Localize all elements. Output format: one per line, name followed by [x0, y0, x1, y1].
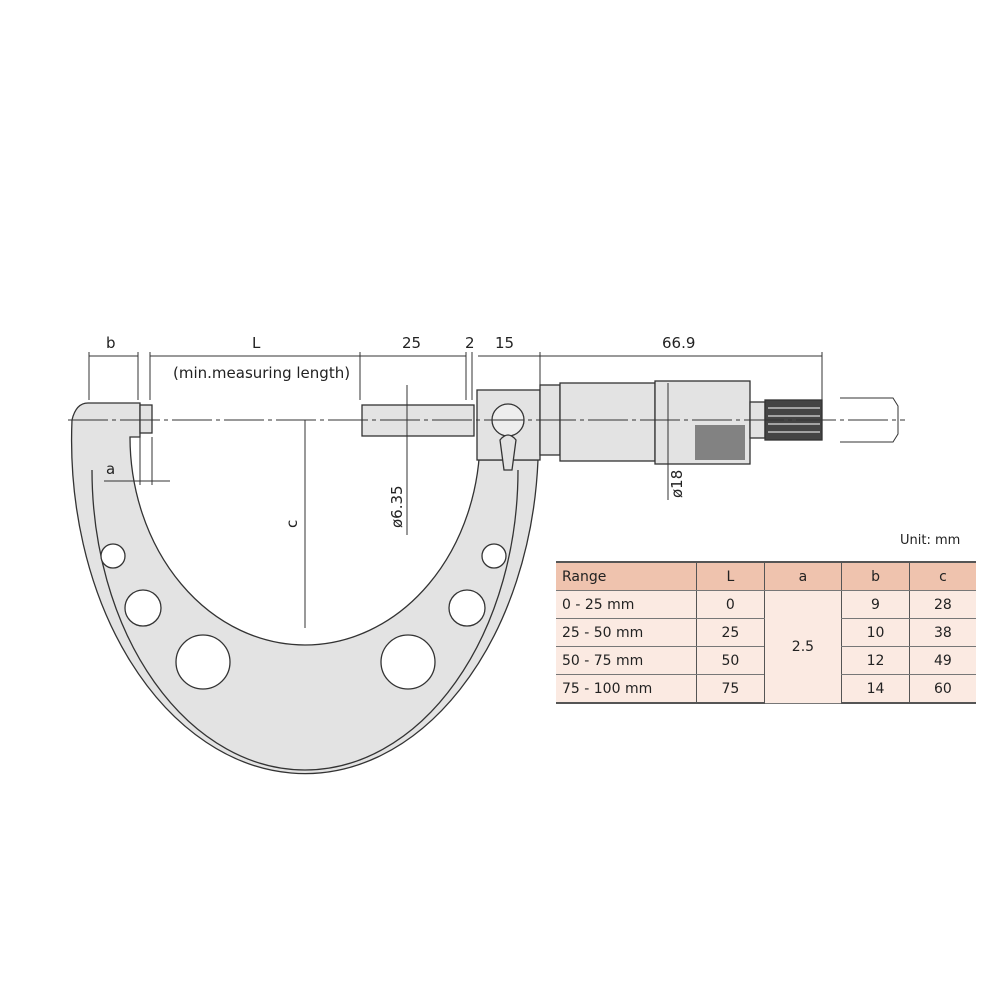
- cell-c: 28: [908, 590, 976, 619]
- cell-L: 0: [696, 590, 765, 619]
- dim-thimble-dia: ø18: [668, 470, 686, 498]
- dim-2: 2: [465, 334, 475, 352]
- cell-b: 9: [841, 590, 910, 619]
- cell-c: 38: [908, 618, 976, 647]
- cell-range: 0 - 25 mm: [556, 590, 697, 619]
- dim-15: 15: [495, 334, 514, 352]
- cell-range: 75 - 100 mm: [556, 674, 697, 704]
- cell-b: 14: [841, 674, 910, 704]
- dim-66-9: 66.9: [662, 334, 695, 352]
- ratchet-grooves: [768, 407, 820, 433]
- cell-L: 50: [696, 646, 765, 675]
- anvil-face: [139, 404, 153, 434]
- thimble: [559, 382, 656, 462]
- cell-range: 25 - 50 mm: [556, 618, 697, 647]
- ratchet-extension: [840, 397, 899, 443]
- header-range: Range: [556, 562, 697, 591]
- cell-L: 75: [696, 674, 765, 704]
- dim-25: 25: [402, 334, 421, 352]
- table-header-row: Range L a b c: [556, 562, 976, 591]
- frame-holes: [100, 543, 507, 690]
- cell-c: 49: [908, 646, 976, 675]
- frame-groove: [91, 469, 519, 771]
- knurl-pattern: [695, 425, 745, 460]
- dim-L: L: [252, 334, 261, 352]
- dim-L-note: (min.measuring length): [173, 364, 350, 382]
- cell-b: 10: [841, 618, 910, 647]
- cell-L: 25: [696, 618, 765, 647]
- header-c: c: [908, 562, 976, 591]
- cell-a: 2.5: [763, 590, 842, 704]
- header-b: b: [841, 562, 910, 591]
- dim-c: c: [283, 520, 301, 528]
- cell-range: 50 - 75 mm: [556, 646, 697, 675]
- dimension-lines: [88, 352, 823, 628]
- dim-a: a: [106, 460, 115, 478]
- cell-b: 12: [841, 646, 910, 675]
- cell-c: 60: [908, 674, 976, 704]
- clamp-lever: [499, 434, 517, 471]
- unit-label: Unit: mm: [900, 533, 961, 548]
- header-L: L: [696, 562, 765, 591]
- dim-b: b: [106, 334, 116, 352]
- dim-spindle-dia: ø6.35: [388, 485, 406, 528]
- header-a: a: [763, 562, 842, 591]
